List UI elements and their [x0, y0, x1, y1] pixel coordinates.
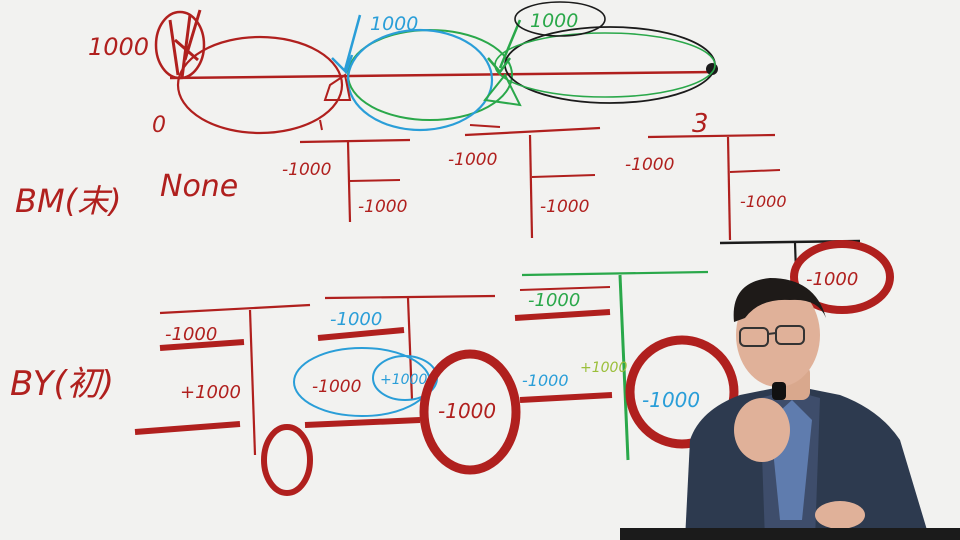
row-bm: BM(末) None -1000 -1000 -1000 -1000 -1000…: [15, 126, 787, 241]
by-t4-left-top: -1000: [806, 269, 858, 290]
time-three-label: 3: [692, 109, 709, 139]
by-t1-left-top: -1000: [165, 324, 217, 345]
bm-t2-left: -1000: [448, 150, 497, 170]
amount-top-label: 1000: [88, 33, 149, 61]
bm-t2-right: -1000: [540, 197, 589, 217]
by-t2-left-top: -1000: [330, 309, 382, 330]
by-t3-left-top: -1000: [528, 290, 580, 311]
by-t-account-2: -1000 -1000 +1000 -1000: [293, 294, 521, 475]
bm-t-account-1: -1000 -1000: [282, 138, 411, 223]
bm-t-account-2: -1000 -1000: [448, 126, 601, 239]
by-t1-left-bottom: +1000: [180, 382, 241, 403]
bm-t1-left: -1000: [282, 160, 331, 180]
by-t3-left-mid2: +1000: [580, 360, 627, 376]
bm-t-account-3: -1000 -1000: [625, 133, 787, 241]
by-t-account-1: -1000 +1000: [134, 303, 313, 496]
cashflow-label-2: 1000: [530, 10, 578, 32]
row-bm-label: BM(末): [15, 182, 122, 220]
row-by: BY(初) -1000 +1000 -1000 -1000 +1000 -100…: [10, 239, 894, 496]
timeline: 1000 0 3 1000 1000: [88, 1, 718, 139]
by-t2-left-mid: -1000: [312, 377, 361, 397]
by-t-account-3: -1000 -1000 +1000 -1000: [514, 270, 739, 461]
time-zero-label: 0: [152, 113, 166, 138]
bm-t3-left: -1000: [625, 155, 674, 175]
cashflow-label-1: 1000: [370, 13, 418, 35]
presenter-overlay: [620, 278, 960, 540]
by-t2-left-mid2: +1000: [380, 372, 427, 388]
bm-t1-right: -1000: [358, 197, 407, 217]
bm-t3-right: -1000: [740, 192, 787, 211]
by-t3-right: -1000: [642, 388, 700, 412]
by-t3-left-mid: -1000: [522, 371, 569, 390]
row-by-label: BY(初): [10, 364, 114, 404]
by-t2-right: -1000: [438, 399, 496, 423]
row-bm-none: None: [160, 169, 238, 204]
